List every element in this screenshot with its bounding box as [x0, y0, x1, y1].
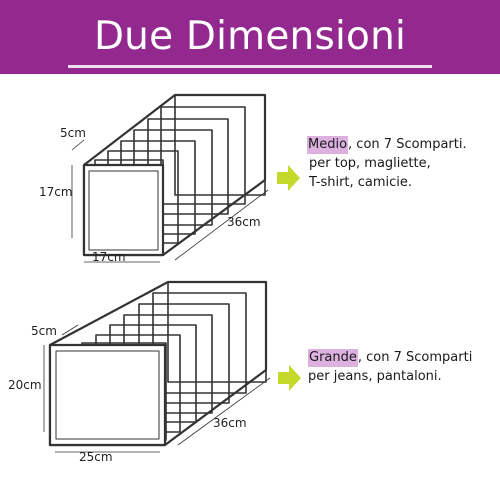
medio-description-line3: T-shirt, camicie.: [309, 175, 413, 190]
medio-width-label: 17cm: [92, 250, 126, 264]
title-underline: [68, 65, 432, 68]
grande-length-label: 36cm: [213, 416, 247, 430]
medio-compartments-text: , con 7 Scomparti.: [348, 137, 467, 152]
front-panel: [48, 343, 167, 447]
page-title: Due Dimensioni: [93, 13, 407, 59]
divider-6: [160, 106, 246, 205]
grande-width-label: 25cm: [79, 450, 113, 464]
organizer-grande-drawing: [43, 280, 271, 453]
length-dim-line: [174, 189, 269, 261]
title-banner: [0, 0, 500, 74]
medio-length-label: 36cm: [227, 215, 261, 229]
grande-description-line1: Grande, con 7 Scomparti: [308, 349, 473, 367]
arrow-grande: [278, 365, 301, 391]
front-panel-inner: [88, 170, 159, 251]
medio-description-line1: Medio, con 7 Scomparti.: [307, 136, 467, 154]
grande-description-line2: per jeans, pantaloni.: [308, 369, 442, 384]
arrow-medio: [277, 165, 300, 191]
medio-description-line2: per top, magliette,: [309, 156, 431, 171]
medio-height-label: 17cm: [39, 185, 73, 199]
medio-depth-label: 5cm: [60, 126, 86, 140]
length-dim-line: [177, 377, 271, 446]
grande-name-highlight: Grande: [308, 349, 358, 367]
divider-back: [174, 94, 266, 196]
grande-compartments-text: , con 7 Scomparti: [357, 350, 473, 365]
medio-name-highlight: Medio: [307, 136, 349, 154]
organizer-medio-drawing: [71, 93, 269, 263]
divider-6: [152, 292, 247, 394]
depth-dim-line: [61, 324, 79, 336]
front-panel: [82, 163, 165, 257]
grande-height-label: 20cm: [8, 378, 42, 392]
divider-back: [167, 281, 267, 383]
arrow-icon: [277, 165, 301, 391]
front-panel-inner: [55, 350, 160, 440]
grande-depth-label: 5cm: [31, 324, 57, 338]
depth-dim-line: [71, 139, 85, 151]
